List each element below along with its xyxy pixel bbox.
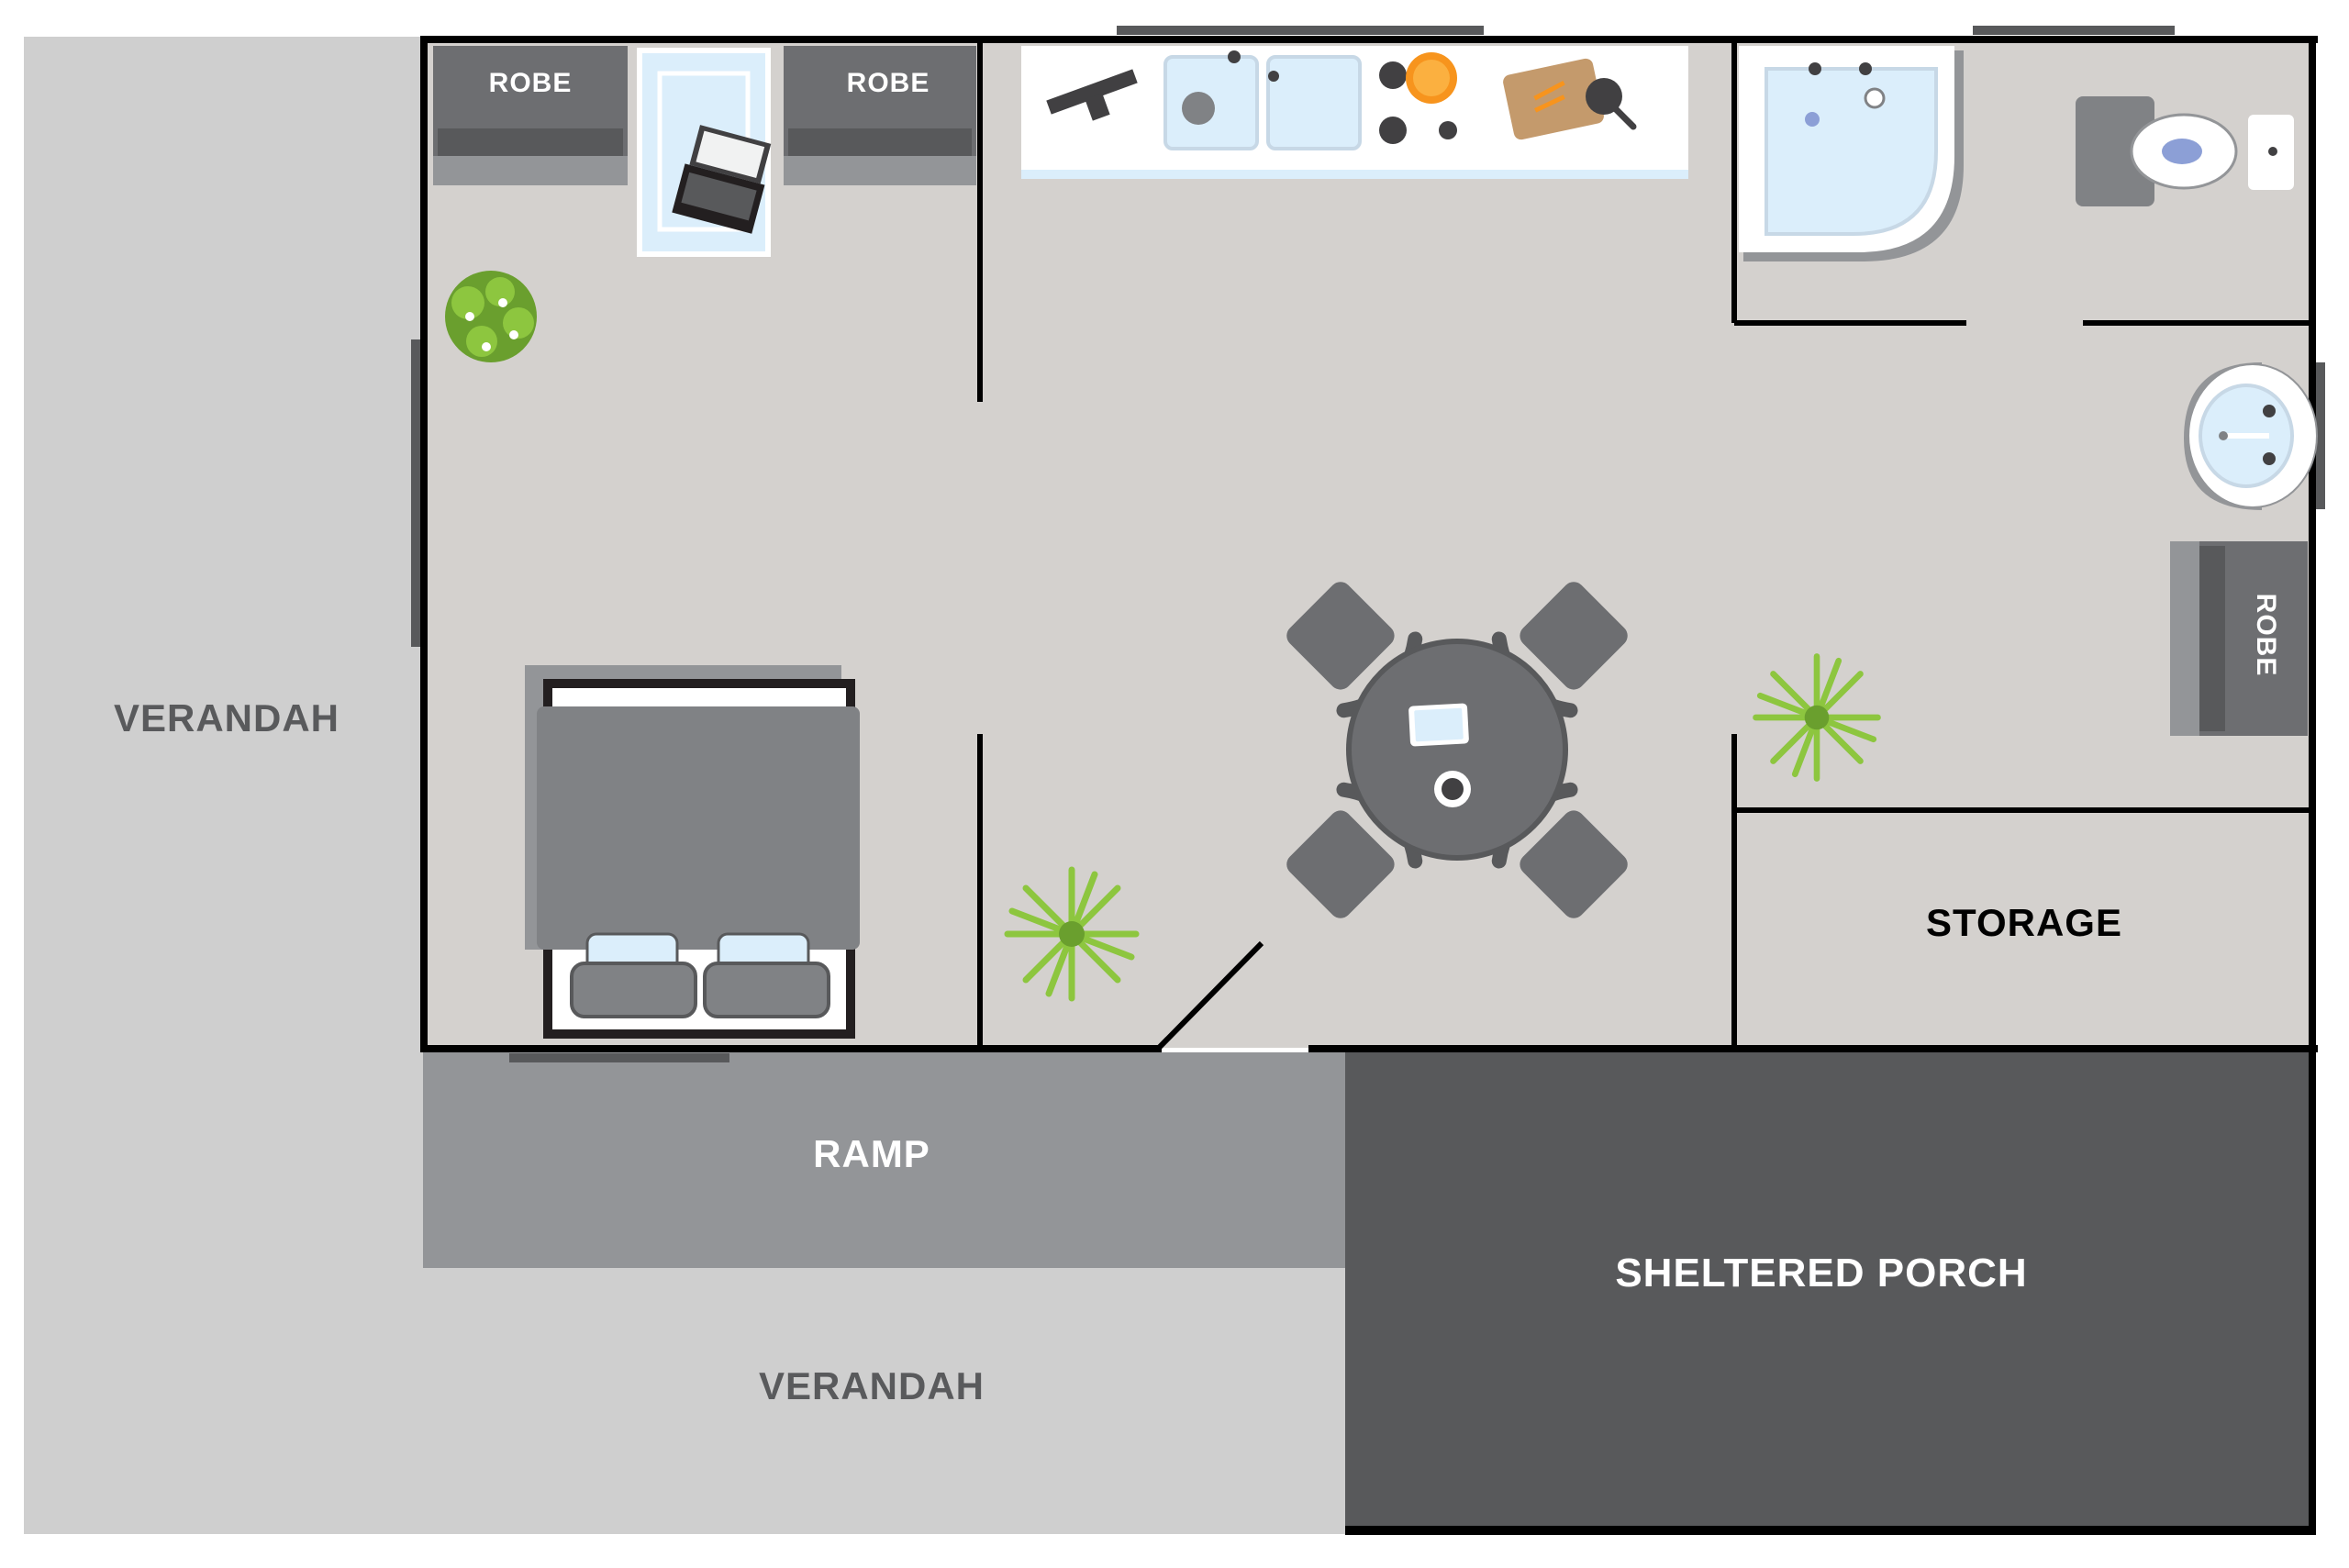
dining-table-icon <box>1346 639 1568 861</box>
robe-middle-label: ROBE <box>847 68 930 98</box>
interior-walls <box>977 41 2310 1048</box>
robe-middle: ROBE <box>784 46 976 185</box>
ramp-label: RAMP <box>813 1132 930 1175</box>
ramp-zone <box>423 1052 1348 1268</box>
sink-icon <box>1163 50 1362 150</box>
verandah-bottom-zone <box>428 1268 1345 1534</box>
coffee-cup-icon <box>1434 771 1471 807</box>
plant-icon <box>1008 870 1136 998</box>
basin-icon <box>2184 362 2318 510</box>
verandah-left-zone <box>24 37 428 1534</box>
bathtub-icon <box>1739 46 1964 261</box>
outer-walls <box>420 36 2318 1052</box>
robe-right-label: ROBE <box>2251 594 2281 677</box>
entry-door <box>1155 940 1264 1051</box>
frying-pan-icon <box>1586 78 1637 130</box>
toilet-icon <box>2076 96 2294 206</box>
chopping-board-icon <box>1503 58 1604 140</box>
plant-icon <box>445 271 537 362</box>
sheltered-porch-label: SHELTERED PORCH <box>1615 1251 2027 1296</box>
bed-icon <box>525 665 860 1039</box>
robe-left: ROBE <box>433 46 628 185</box>
plant-icon <box>1756 657 1878 779</box>
verandah-left-label: VERANDAH <box>114 696 340 740</box>
verandah-bottom-label: VERANDAH <box>759 1364 985 1407</box>
sheltered-porch-zone <box>1345 1052 2312 1529</box>
storage-label: STORAGE <box>1926 901 2122 944</box>
tablet-icon <box>1408 703 1469 747</box>
computer-monitor-icon <box>1046 69 1138 121</box>
laptop-icon <box>672 125 772 234</box>
window-frames <box>411 26 2325 1062</box>
robe-left-label: ROBE <box>489 68 573 98</box>
stove-icon <box>1379 52 1457 144</box>
robe-right: ROBE <box>2170 541 2308 736</box>
